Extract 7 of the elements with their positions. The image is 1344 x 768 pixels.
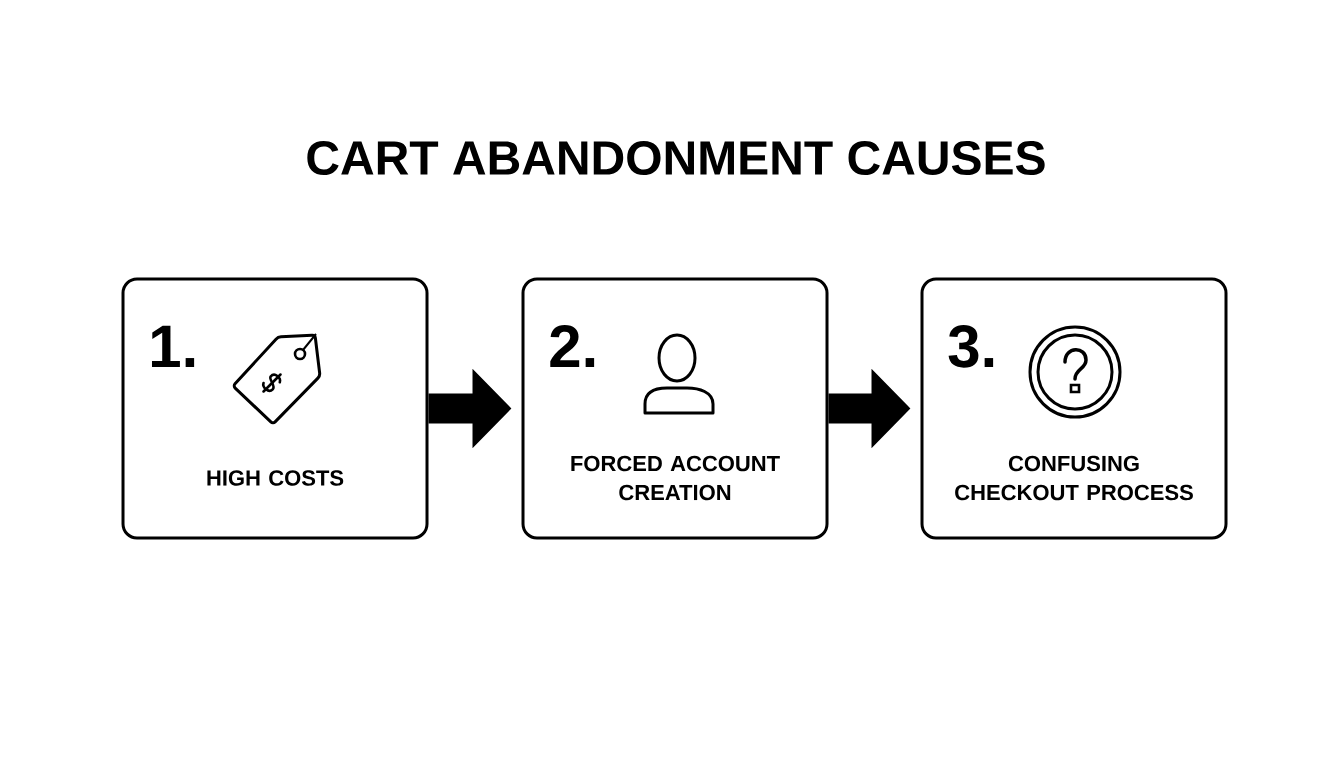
step-label: FORCED ACCOUNT CREATION [571, 455, 780, 501]
step-number: 2. [550, 325, 595, 367]
step-label: HIGH COSTS [207, 470, 344, 486]
step-label: CONFUSING CHECKOUT PROCESS [955, 455, 1193, 501]
title: CART ABANDONMENT CAUSES [307, 141, 1045, 175]
step-number: 1. [152, 325, 195, 367]
step-number: 3. [948, 325, 994, 368]
